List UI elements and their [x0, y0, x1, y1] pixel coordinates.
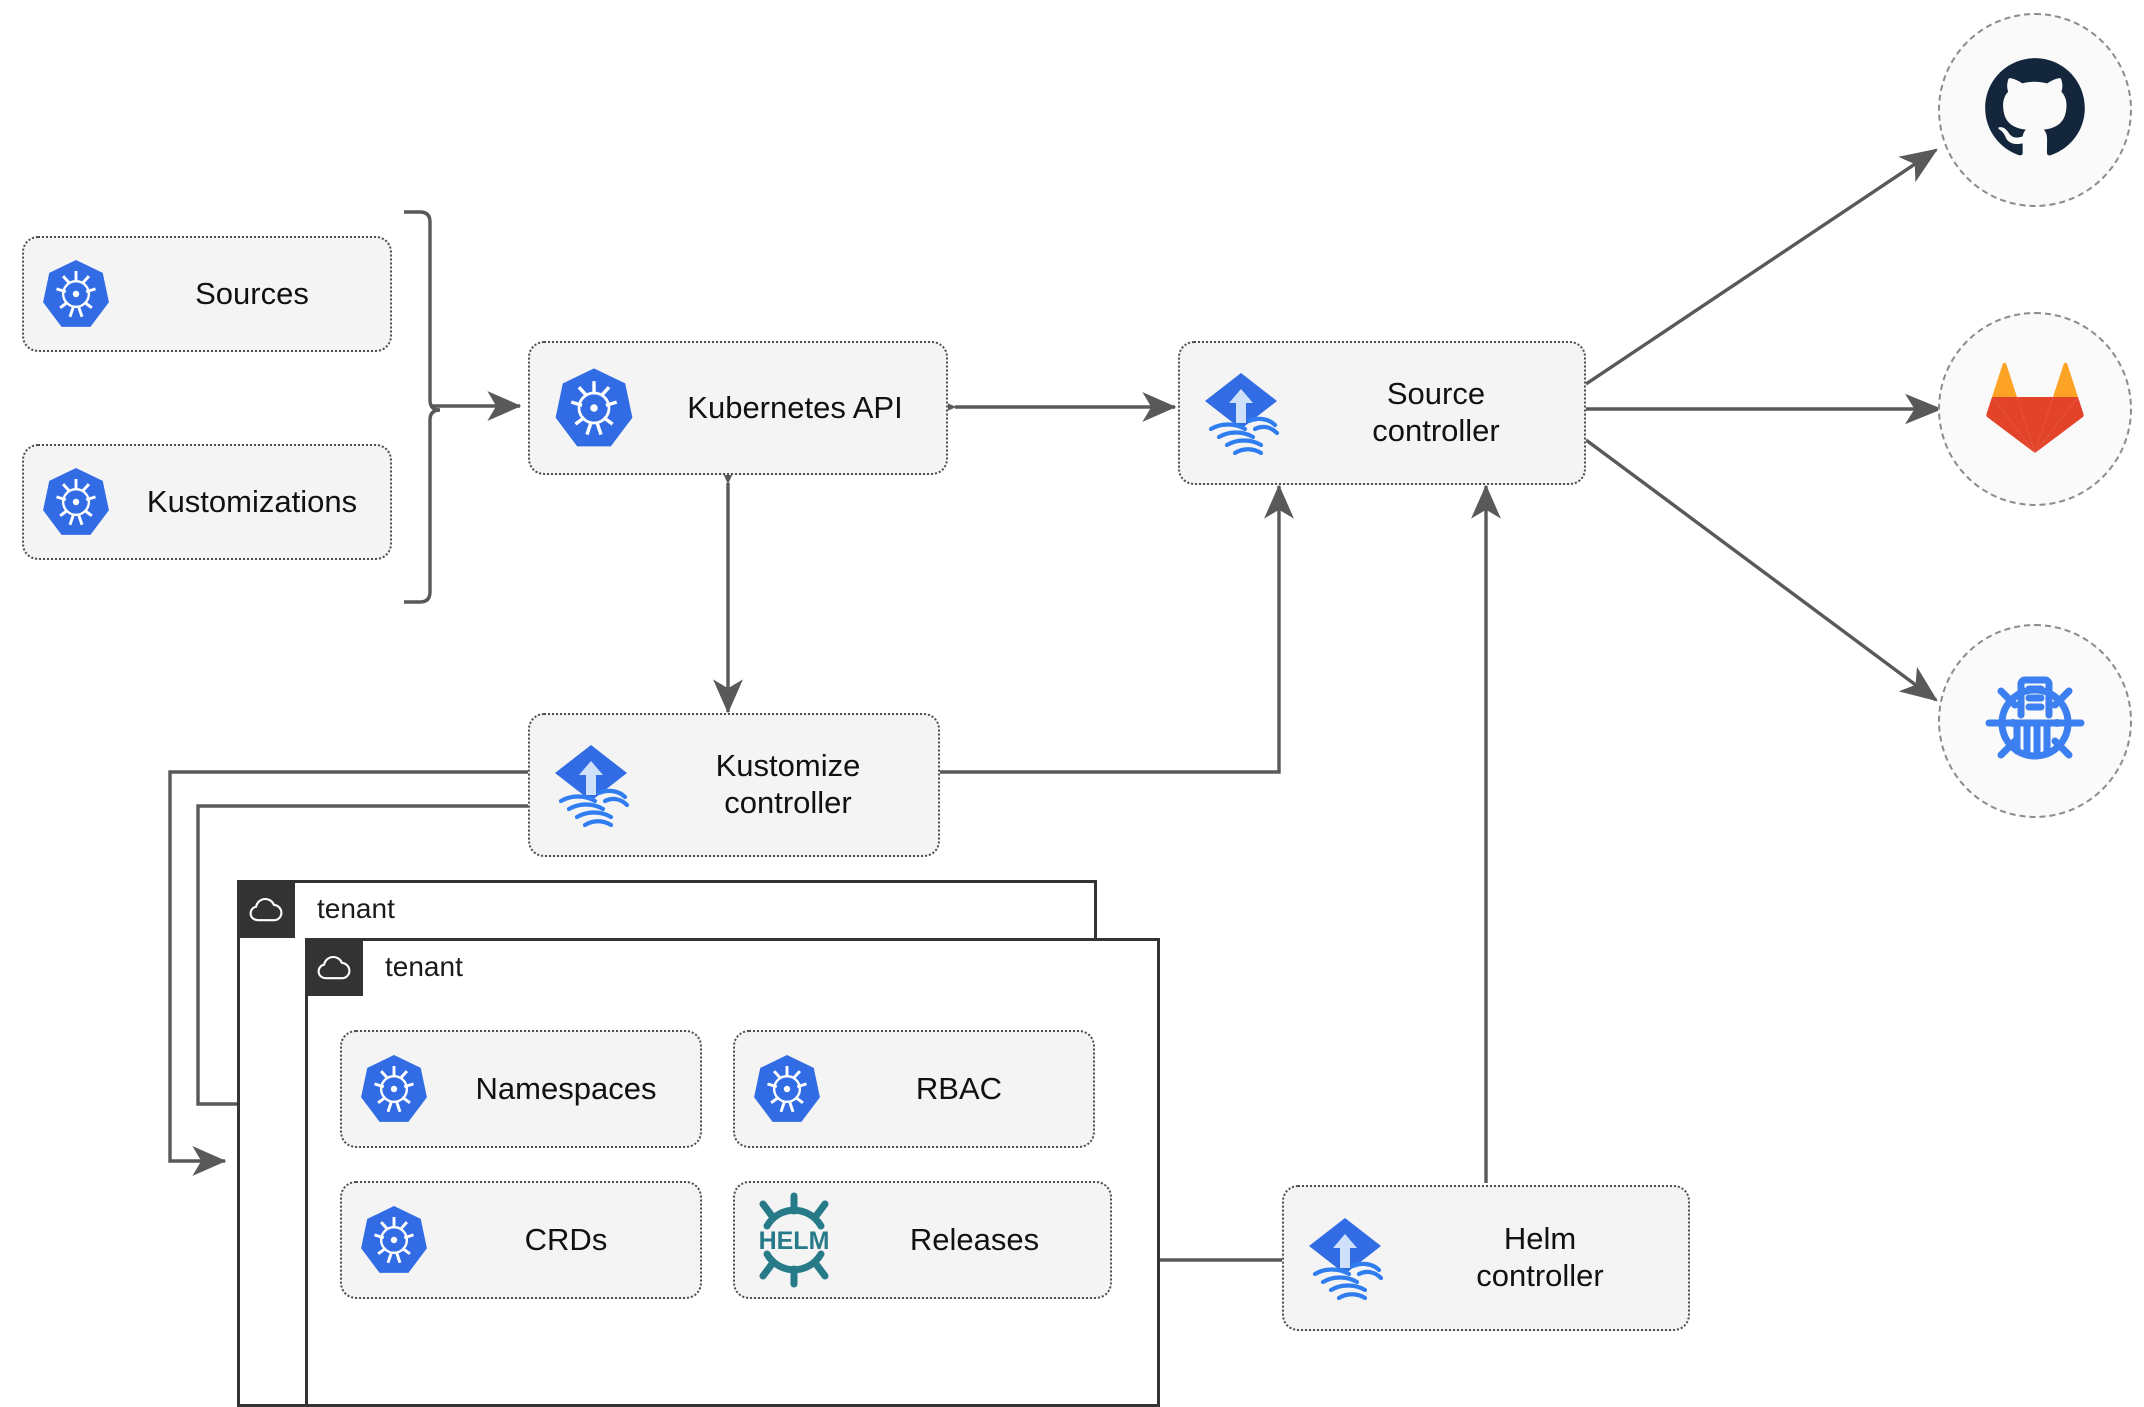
tenant-header-front: tenant [305, 938, 463, 996]
gitlab-icon [1983, 357, 2087, 462]
node-kustomize-controller[interactable]: Kustomize controller [528, 713, 940, 857]
helm-icon: HELM [735, 1192, 853, 1288]
node-rbac-label: RBAC [915, 1070, 1003, 1106]
kubernetes-icon [24, 258, 128, 330]
flux-icon [1180, 367, 1302, 459]
node-source-controller[interactable]: Source controller [1178, 341, 1586, 485]
tenant-label-back: tenant [317, 893, 395, 924]
node-kubernetes-api[interactable]: Kubernetes API [528, 341, 948, 475]
node-crds-label: CRDs [524, 1221, 608, 1257]
tenant-header-back: tenant [237, 880, 395, 938]
tenant-container-front: tenant [305, 938, 1160, 1407]
edge-source-to-helm-repository [1584, 438, 1938, 702]
node-sources[interactable]: Sources [22, 236, 392, 352]
node-source-controller-label: Source controller [1372, 376, 1500, 448]
flux-icon [530, 739, 652, 831]
kubernetes-icon [530, 366, 658, 450]
github-icon [1982, 55, 2088, 166]
helm-wordmark: HELM [759, 1227, 830, 1255]
edge-kustomize-to-source-controller [940, 484, 1294, 774]
kubernetes-icon [342, 1053, 446, 1125]
provider-gitlab[interactable] [1938, 312, 2132, 506]
edge-source-to-github [1585, 148, 1938, 386]
node-kustomize-controller-label: Kustomize controller [715, 748, 861, 820]
node-helm-controller-label: Helm controller [1476, 1221, 1604, 1293]
node-releases[interactable]: HELM Releases [733, 1181, 1112, 1299]
node-kustomizations[interactable]: Kustomizations [22, 444, 392, 560]
cloud-icon [237, 880, 295, 938]
brace-sources-group [404, 210, 441, 604]
provider-github[interactable] [1938, 13, 2132, 207]
kubernetes-icon [24, 466, 128, 538]
kubernetes-icon [735, 1053, 839, 1125]
provider-helm-repository[interactable] [1938, 624, 2132, 818]
helm-repository-icon [1981, 667, 2089, 776]
node-kustomizations-label: Kustomizations [146, 483, 358, 519]
node-kubernetes-api-label: Kubernetes API [687, 389, 903, 425]
cloud-icon [305, 938, 363, 996]
node-helm-controller[interactable]: Helm controller [1282, 1185, 1690, 1331]
node-sources-label: Sources [195, 275, 309, 311]
node-namespaces-label: Namespaces [475, 1070, 657, 1106]
node-namespaces[interactable]: Namespaces [340, 1030, 702, 1148]
kubernetes-icon [342, 1204, 446, 1276]
node-releases-label: Releases [909, 1221, 1040, 1257]
tenant-label-front: tenant [385, 951, 463, 982]
node-rbac[interactable]: RBAC [733, 1030, 1095, 1148]
flux-icon [1284, 1212, 1406, 1304]
node-crds[interactable]: CRDs [340, 1181, 702, 1299]
